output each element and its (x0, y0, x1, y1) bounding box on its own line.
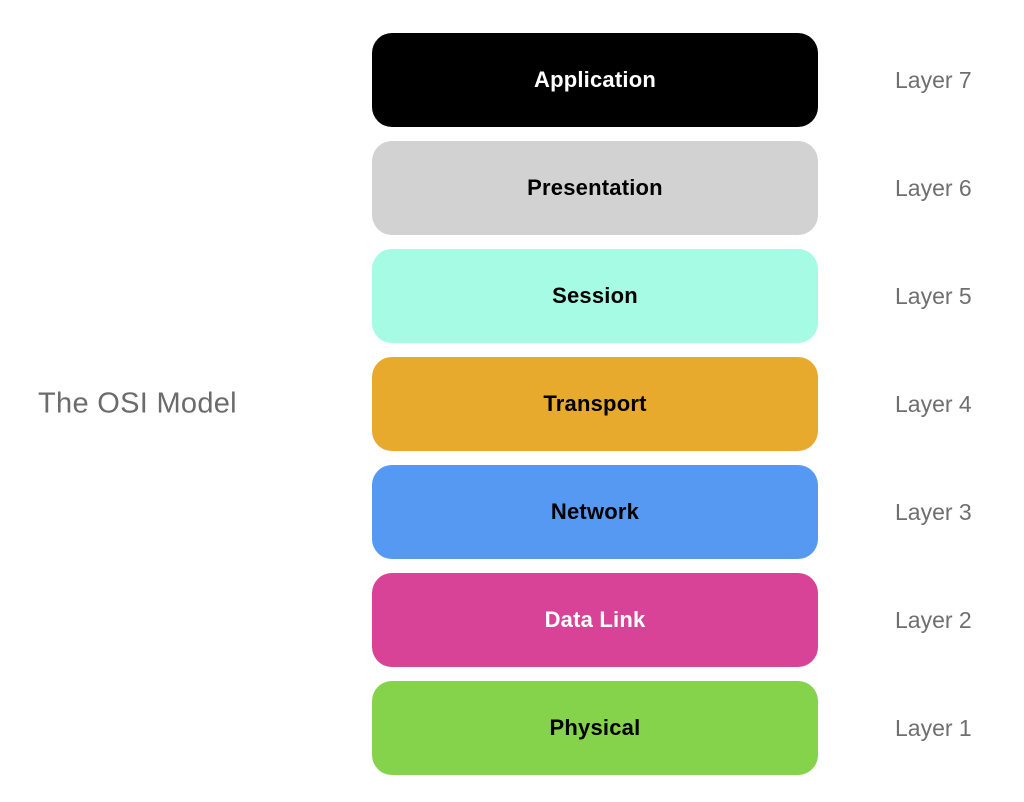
layer-number-label-7: Layer 7 (895, 66, 972, 93)
layer-box-presentation: Presentation (372, 141, 818, 235)
layer-box-transport: Transport (372, 357, 818, 451)
layer-row-transport: Transport Layer 4 (372, 357, 972, 451)
layer-row-data-link: Data Link Layer 2 (372, 573, 972, 667)
layer-row-network: Network Layer 3 (372, 465, 972, 559)
layer-box-network: Network (372, 465, 818, 559)
layer-stack: Application Layer 7 Presentation Layer 6… (372, 33, 972, 775)
layer-number-label-6: Layer 6 (895, 174, 972, 201)
layer-row-physical: Physical Layer 1 (372, 681, 972, 775)
layer-box-data-link: Data Link (372, 573, 818, 667)
layer-number-label-5: Layer 5 (895, 282, 972, 309)
layer-row-session: Session Layer 5 (372, 249, 972, 343)
layer-row-presentation: Presentation Layer 6 (372, 141, 972, 235)
layer-box-physical: Physical (372, 681, 818, 775)
layer-number-label-3: Layer 3 (895, 498, 972, 525)
diagram-title: The OSI Model (38, 387, 237, 420)
layer-number-label-1: Layer 1 (895, 714, 972, 741)
layer-number-label-2: Layer 2 (895, 606, 972, 633)
layer-box-application: Application (372, 33, 818, 127)
layer-box-session: Session (372, 249, 818, 343)
layer-row-application: Application Layer 7 (372, 33, 972, 127)
layer-number-label-4: Layer 4 (895, 390, 972, 417)
